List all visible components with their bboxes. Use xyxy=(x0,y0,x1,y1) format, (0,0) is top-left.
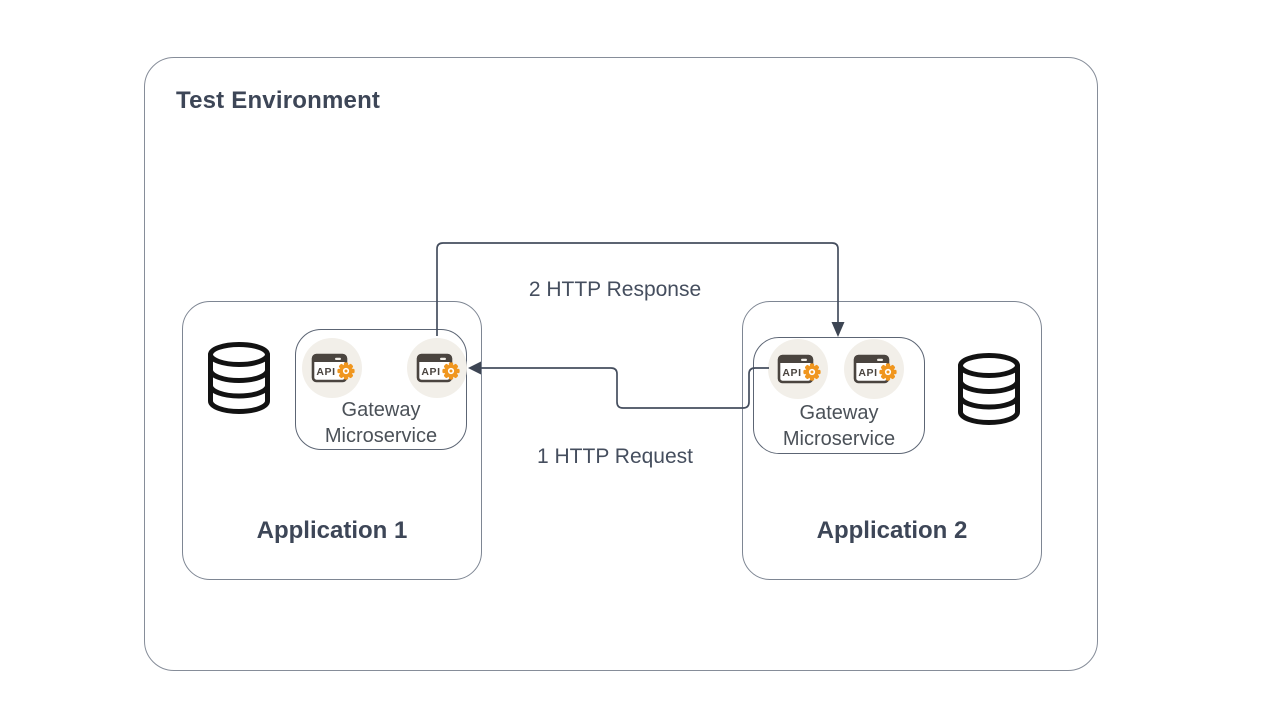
application-1-box xyxy=(182,301,482,580)
application-2-box xyxy=(742,301,1042,580)
api-icon: API xyxy=(407,338,467,398)
svg-text:API: API xyxy=(858,367,877,379)
database-icon xyxy=(208,342,270,414)
api-icon: API xyxy=(844,339,904,399)
application-1-gateway-box xyxy=(295,329,467,450)
svg-text:API: API xyxy=(421,366,440,378)
gear-icon xyxy=(879,363,897,381)
http-response-label: 2 HTTP Response xyxy=(528,278,702,301)
application-1-label: Application 1 xyxy=(256,517,408,544)
svg-text:API: API xyxy=(316,366,335,378)
test-environment-box xyxy=(144,57,1098,671)
database-icon xyxy=(958,353,1020,425)
gear-icon xyxy=(803,363,821,381)
http-request-label: 1 HTTP Request xyxy=(536,445,693,468)
api-icon: API xyxy=(302,338,362,398)
application-2-label: Application 2 xyxy=(816,517,968,544)
gear-icon xyxy=(442,362,460,380)
application-1-gateway-label: Gateway Microservice xyxy=(324,399,438,447)
application-2-gateway-label: Gateway Microservice xyxy=(782,402,896,450)
svg-text:API: API xyxy=(782,367,801,379)
environment-title: Test Environment xyxy=(176,87,381,114)
gear-icon xyxy=(337,362,355,380)
api-icon: API xyxy=(768,339,828,399)
